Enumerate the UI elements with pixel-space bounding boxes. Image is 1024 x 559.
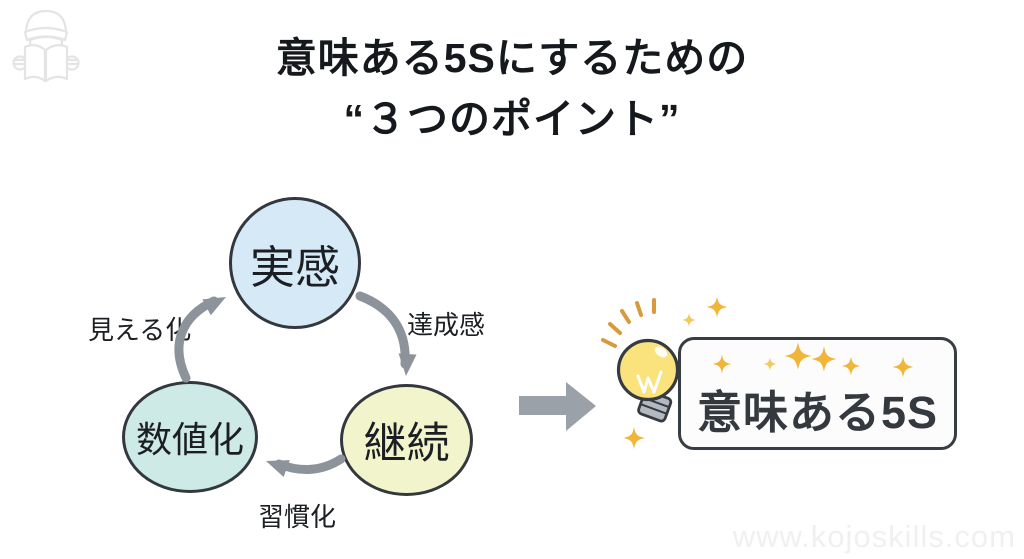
sparkle-icon (706, 296, 728, 318)
sparkle-icon (623, 427, 645, 449)
watermark: www.kojoskills.com (732, 519, 1016, 554)
result-box: 意味ある5S (678, 337, 957, 450)
cycle-node-suchika: 数値化 (122, 381, 258, 493)
page-title-line1: 意味ある5Sにするための (275, 35, 749, 81)
arrow-label-shukanka: 習慣化 (258, 502, 337, 532)
cycle-node-jikkan-label: 実感 (249, 241, 340, 293)
sparkle-icon (682, 313, 696, 327)
cycle-node-keizoku-label: 継続 (363, 420, 450, 468)
lightbulb-icon (601, 298, 680, 423)
right-arrow-icon (519, 382, 596, 431)
arrow-label-mieruka: 見える化 (88, 315, 192, 345)
arrow-jikkan-to-keizoku (355, 291, 410, 369)
page-title: 意味ある5Sにするための “３つのポイント” (0, 28, 1024, 150)
page-title-line2: “３つのポイント” (343, 96, 681, 142)
cycle-node-suchika-label: 数値化 (135, 419, 244, 460)
arrow-keizoku-to-suchika (274, 454, 346, 474)
cycle-node-keizoku: 継続 (340, 384, 473, 496)
cycle-node-jikkan: 実感 (229, 197, 361, 329)
result-box-label: 意味ある5S (696, 387, 939, 438)
arrow-label-tasseikan: 達成感 (407, 310, 486, 340)
